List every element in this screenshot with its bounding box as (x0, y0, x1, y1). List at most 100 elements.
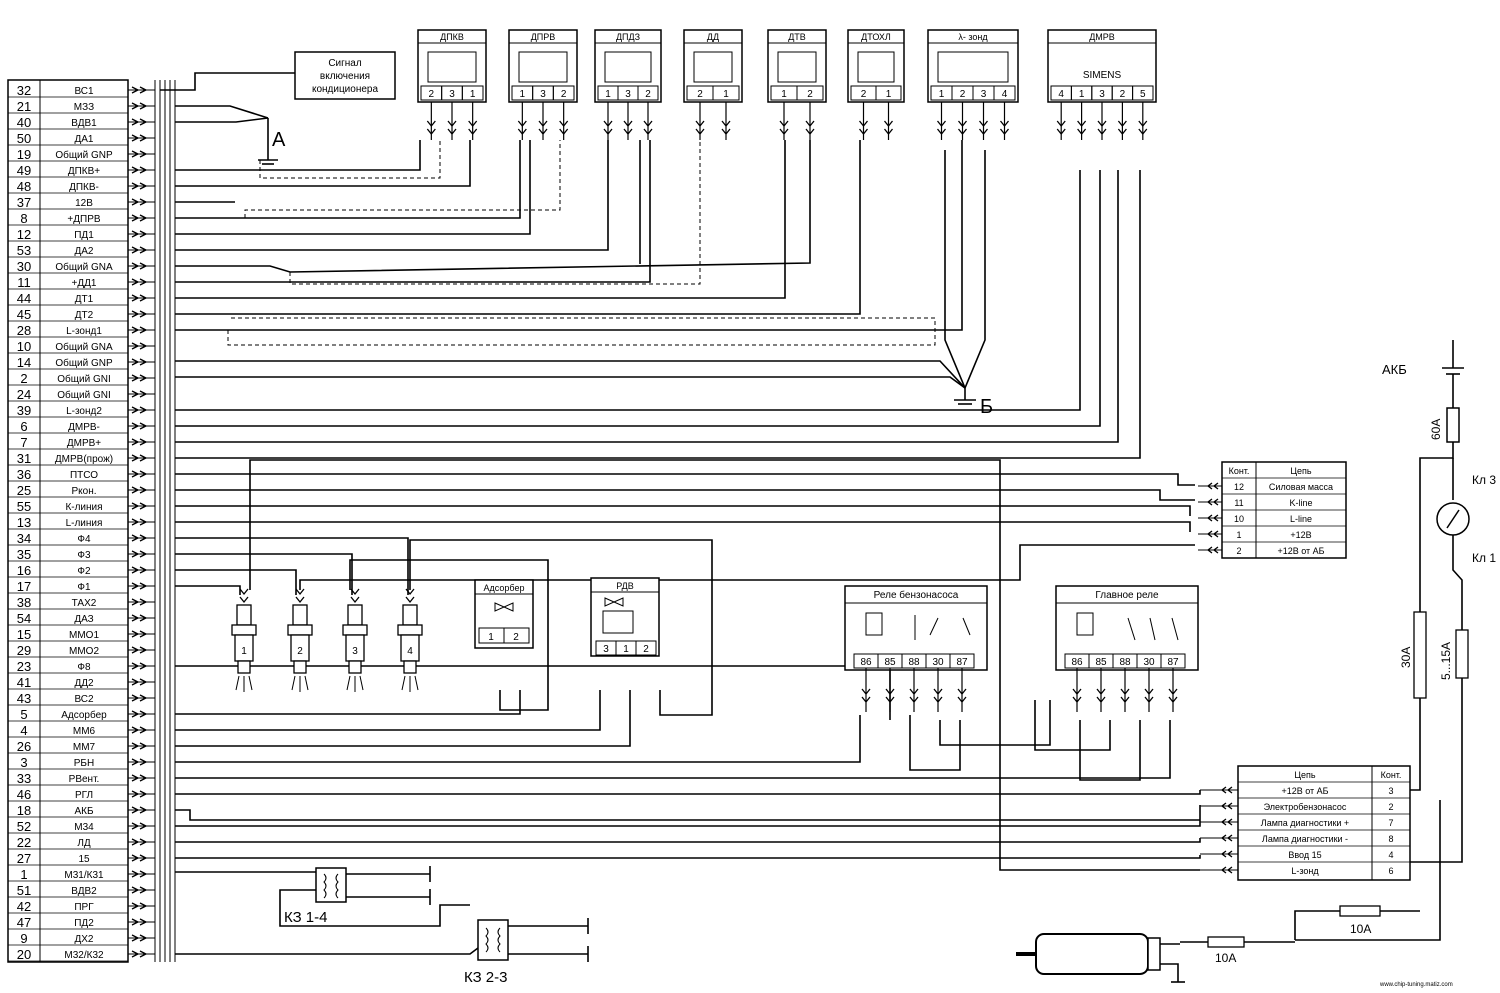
sensor-pin-number: 4 (1002, 89, 1008, 100)
connector-chevron (239, 588, 249, 596)
injector-ring (231, 624, 257, 636)
injector-nozzle (403, 660, 417, 674)
harness-circuit: +12В от АБ (1281, 786, 1328, 796)
connector-pin-number: 38 (17, 595, 31, 610)
adsorber-label: Адсорбер (484, 583, 525, 593)
harness-circuit: Лампа диагностики - (1262, 834, 1348, 844)
connector-pin-label: РВент. (69, 774, 100, 785)
connector-pin-number: 34 (17, 531, 31, 546)
harness-wire (1034, 700, 1111, 751)
connector-chevron (239, 596, 249, 604)
connector-pin-number: 55 (17, 499, 31, 514)
connector-pin-label: М34 (74, 822, 94, 833)
connector-pin-label: Общий GNI (57, 389, 110, 401)
sensor-pin-number: 2 (807, 89, 813, 100)
relay-pin-number: 88 (1119, 657, 1131, 668)
battery-label: АКБ (1382, 362, 1407, 377)
ignition-coil-1-4: КЗ 1-4 (175, 866, 470, 927)
sensor-pin-number: 1 (886, 89, 892, 100)
connector-pin-label: РГЛ (75, 790, 93, 801)
coil-1-4-label: КЗ 1-4 (284, 909, 327, 926)
connector-pin-label: Ркон. (71, 486, 96, 497)
connector-pin-number: 50 (17, 131, 31, 146)
sensor-pin-cell (796, 85, 824, 101)
connector-pin-label: Ф3 (77, 550, 91, 561)
harness-wire (175, 140, 651, 283)
connector-pin-label: Адсорбер (61, 709, 107, 721)
rdv-pin: 2 (643, 644, 649, 655)
connector-pin-label: ВС1 (74, 86, 94, 97)
injector-nozzle (293, 660, 307, 674)
harness-wire (175, 140, 786, 299)
connector-pin-label: Ф4 (77, 534, 91, 545)
diag-circuit: Силовая масса (1269, 482, 1333, 492)
injector-nozzle (348, 660, 362, 674)
injector-ring (397, 624, 423, 636)
connector-pin-number: 13 (17, 515, 31, 530)
connector-pin-label: ЛД (77, 838, 91, 849)
connector-pin-number: 6 (20, 419, 27, 434)
sensor-pin-number: 2 (645, 89, 651, 100)
connector-pin-number: 14 (17, 355, 31, 370)
connector-pin-label: Ф2 (77, 566, 91, 577)
connector-pin-number: 36 (17, 467, 31, 482)
key-1-label: Кл 1 (1472, 551, 1496, 565)
harness-wire (175, 505, 1191, 516)
fuel-injector: 1 (231, 588, 257, 692)
harness-wire (175, 838, 1201, 843)
harness-wire (175, 140, 421, 171)
sensor-pin-number: 3 (449, 89, 455, 100)
rdv-pin: 3 (603, 644, 609, 655)
connector-pin-number: 49 (17, 163, 31, 178)
diag-circuit: +12В от АБ (1277, 546, 1324, 556)
injector-nozzle (237, 660, 251, 674)
connector-pin-number: 16 (17, 563, 31, 578)
sensor-pin-number: 2 (960, 89, 966, 100)
fuse-5-15a-label: 5...15А (1439, 642, 1453, 680)
adsorber-pin: 1 (488, 632, 494, 643)
connector-pin-number: 51 (17, 883, 31, 898)
fuel-injector: 2 (287, 588, 313, 692)
connector-pin-number: 25 (17, 483, 31, 498)
injector-number: 4 (407, 646, 413, 657)
connector-pin-number: 32 (17, 83, 31, 98)
harness-pin: 4 (1388, 850, 1393, 860)
harness-pin: 8 (1388, 834, 1393, 844)
connector-pin-number: 10 (17, 339, 31, 354)
connector-pin-number: 53 (17, 243, 31, 258)
connector-pin-number: 17 (17, 579, 31, 594)
connector-pin-label: ДА1 (74, 134, 93, 145)
harness-circuit: Ввод 15 (1288, 850, 1321, 860)
connector-pin-label: Общий GNI (57, 373, 110, 385)
diag-pin: 12 (1234, 482, 1244, 492)
connector-pin-number: 2 (20, 371, 27, 386)
main-relay-label: Главное реле (1095, 590, 1159, 601)
harness-wire (175, 521, 1191, 532)
harness-wire (175, 585, 241, 595)
diag-pin: 2 (1236, 546, 1241, 556)
power-circuit: АКБ 60А Кл 3 Кл 1 30А 5...15А 10А 10А (1180, 340, 1496, 965)
connector-pin-label: ДПКВ+ (68, 166, 100, 177)
relay-pin-number: 86 (860, 657, 872, 668)
injector-spray (291, 675, 309, 692)
sensor-name: ДТОХЛ (861, 32, 891, 42)
connector-pin-label: ДД2 (74, 678, 94, 689)
ecu-connector (7, 79, 176, 963)
key-3-label: Кл 3 (1472, 473, 1496, 487)
diag-pin: 10 (1234, 514, 1244, 524)
diag-circuit: L-line (1290, 514, 1312, 524)
sensor-element (693, 51, 733, 83)
diag-head-pin: Конт. (1229, 466, 1250, 476)
connector-pin-label: 12В (75, 198, 93, 209)
sensor-pin-number: 1 (781, 89, 787, 100)
connector-pin-number: 27 (17, 851, 31, 866)
harness-pin: 3 (1388, 786, 1393, 796)
connector-chevron (405, 596, 415, 604)
harness-wire (175, 690, 601, 731)
connector-pin-number: 9 (20, 931, 27, 946)
